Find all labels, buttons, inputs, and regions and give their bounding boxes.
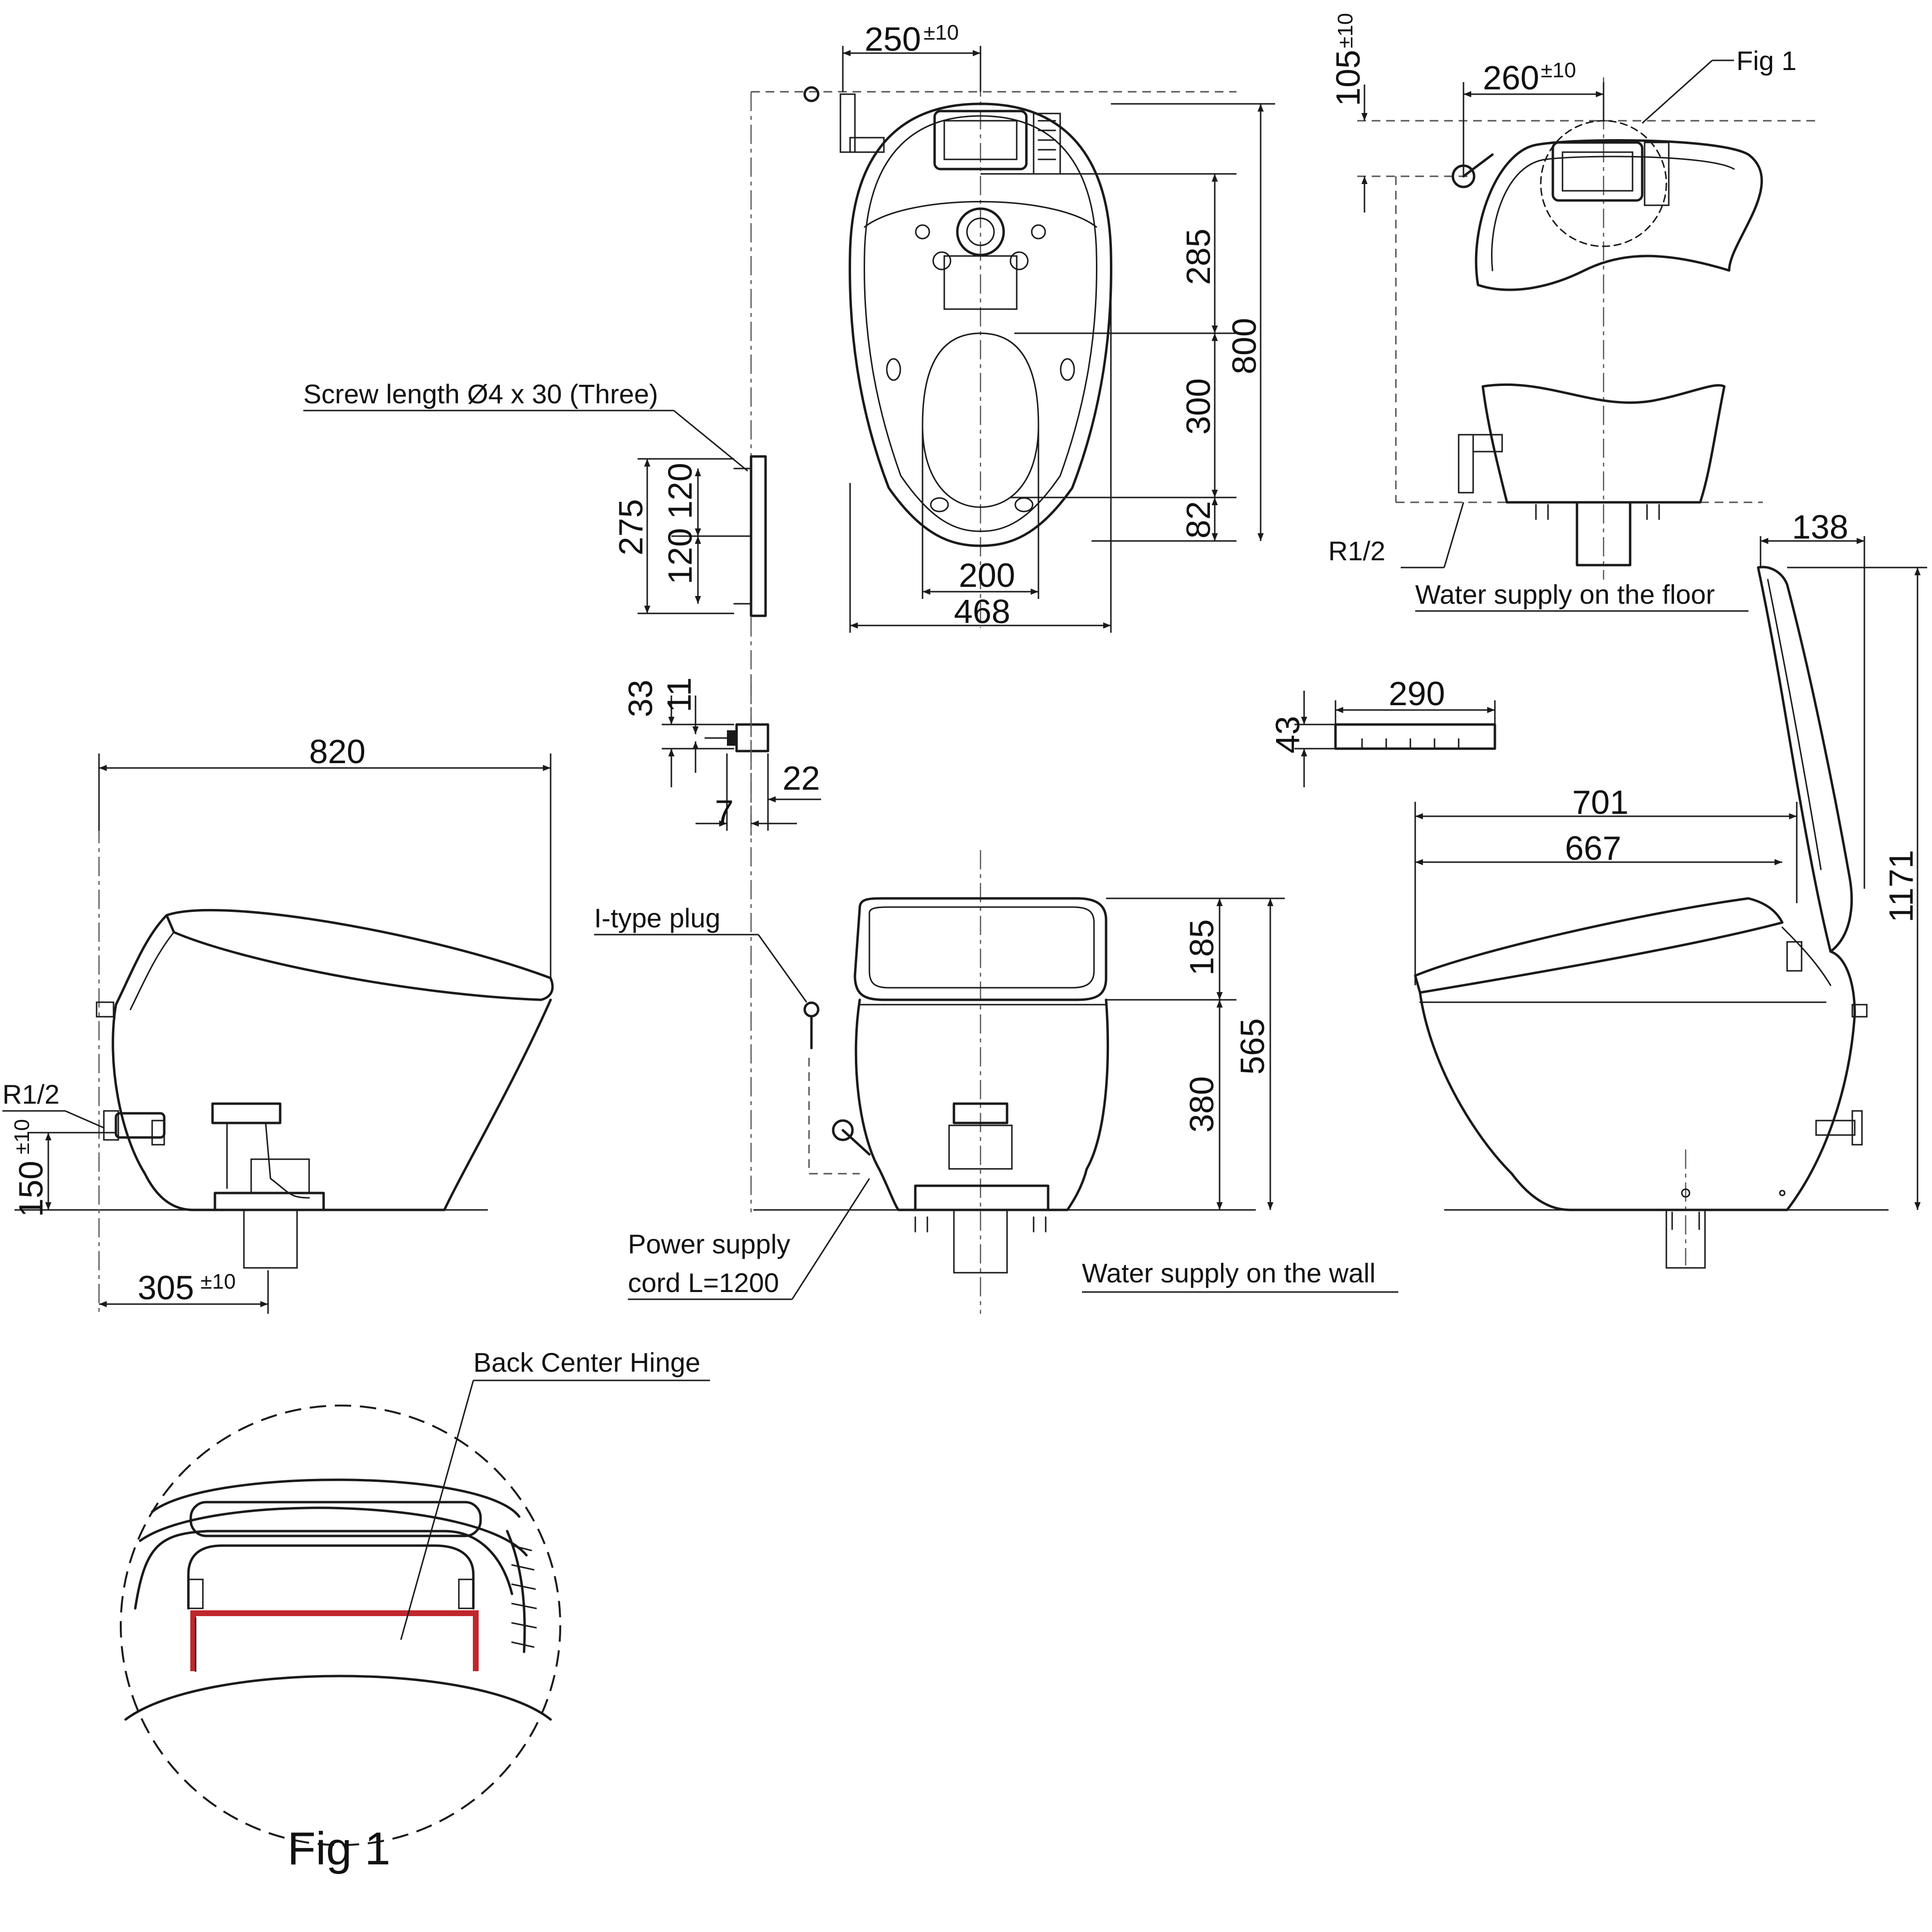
itype-plug-label: I-type plug <box>594 903 721 933</box>
side-view: 820 150 ±10 R1/2 305 ±10 <box>2 733 554 1314</box>
wall-bracket: 275 120 120 Screw length Ø4 x 30 (Three) <box>303 379 767 617</box>
plug-detail: 33 11 22 7 <box>622 676 821 840</box>
floor-supply-view: 260 ±10 105 ±10 Fig 1 R1/2 Water supply … <box>1328 13 1816 612</box>
dim-260-tolerance: ±10 <box>1541 58 1576 82</box>
dim-82: 82 <box>1179 501 1217 539</box>
dim-7: 7 <box>715 793 734 831</box>
dim-300: 300 <box>1179 378 1217 435</box>
dim-701: 701 <box>1572 783 1629 821</box>
dim-150-tolerance: ±10 <box>10 1119 34 1154</box>
r12-side-label: R1/2 <box>2 1079 59 1109</box>
dim-120-bottom: 120 <box>661 528 699 584</box>
dim-200: 200 <box>959 556 1015 594</box>
fig1-callout: Fig 1 <box>1736 45 1797 76</box>
dim-305-tolerance: ±10 <box>200 1270 236 1293</box>
screw-label: Screw length Ø4 x 30 (Three) <box>303 379 658 409</box>
front-view: 185 380 565 I-type plug Power supply cor… <box>594 850 1398 1314</box>
dim-11: 11 <box>660 677 698 712</box>
dim-105-tolerance: ±10 <box>1334 13 1357 48</box>
dim-285: 285 <box>1179 228 1217 285</box>
side-view-lid-open: 138 701 667 1171 <box>1414 508 1927 1269</box>
dim-305: 305 <box>138 1269 194 1307</box>
dim-22: 22 <box>782 759 820 797</box>
dim-250: 250 <box>865 20 921 58</box>
water-wall-label: Water supply on the wall <box>1082 1258 1376 1288</box>
dim-1171: 1171 <box>1882 850 1920 923</box>
power-label-line2: cord L=1200 <box>628 1267 779 1298</box>
dim-667: 667 <box>1565 829 1621 867</box>
r12-floor-label: R1/2 <box>1328 536 1385 566</box>
dim-468: 468 <box>954 593 1010 630</box>
dim-250-tolerance: ±10 <box>923 21 959 44</box>
dim-33: 33 <box>622 680 659 717</box>
dim-260: 260 <box>1483 59 1539 97</box>
fig1-title: Fig 1 <box>287 1823 390 1875</box>
dim-150: 150 <box>12 1161 50 1217</box>
fig1-detail: Back Center Hinge Fig 1 <box>120 1347 710 1875</box>
top-view: 250 ±10 285 300 82 800 200 468 <box>750 20 1275 1212</box>
dim-105: 105 <box>1329 50 1367 106</box>
dim-565: 565 <box>1234 1018 1271 1075</box>
water-floor-label: Water supply on the floor <box>1415 579 1715 610</box>
back-hinge-label: Back Center Hinge <box>473 1347 700 1378</box>
dim-43: 43 <box>1269 716 1307 753</box>
power-label-line1: Power supply <box>628 1229 790 1259</box>
remote-panel: 290 43 <box>1269 675 1496 787</box>
dim-185: 185 <box>1183 919 1221 976</box>
dim-800: 800 <box>1225 318 1263 374</box>
dim-138: 138 <box>1792 508 1848 546</box>
dim-380: 380 <box>1183 1076 1221 1133</box>
dim-275: 275 <box>612 499 650 555</box>
dim-120-top: 120 <box>661 463 699 519</box>
dim-820: 820 <box>309 733 366 770</box>
dim-290: 290 <box>1389 675 1445 712</box>
